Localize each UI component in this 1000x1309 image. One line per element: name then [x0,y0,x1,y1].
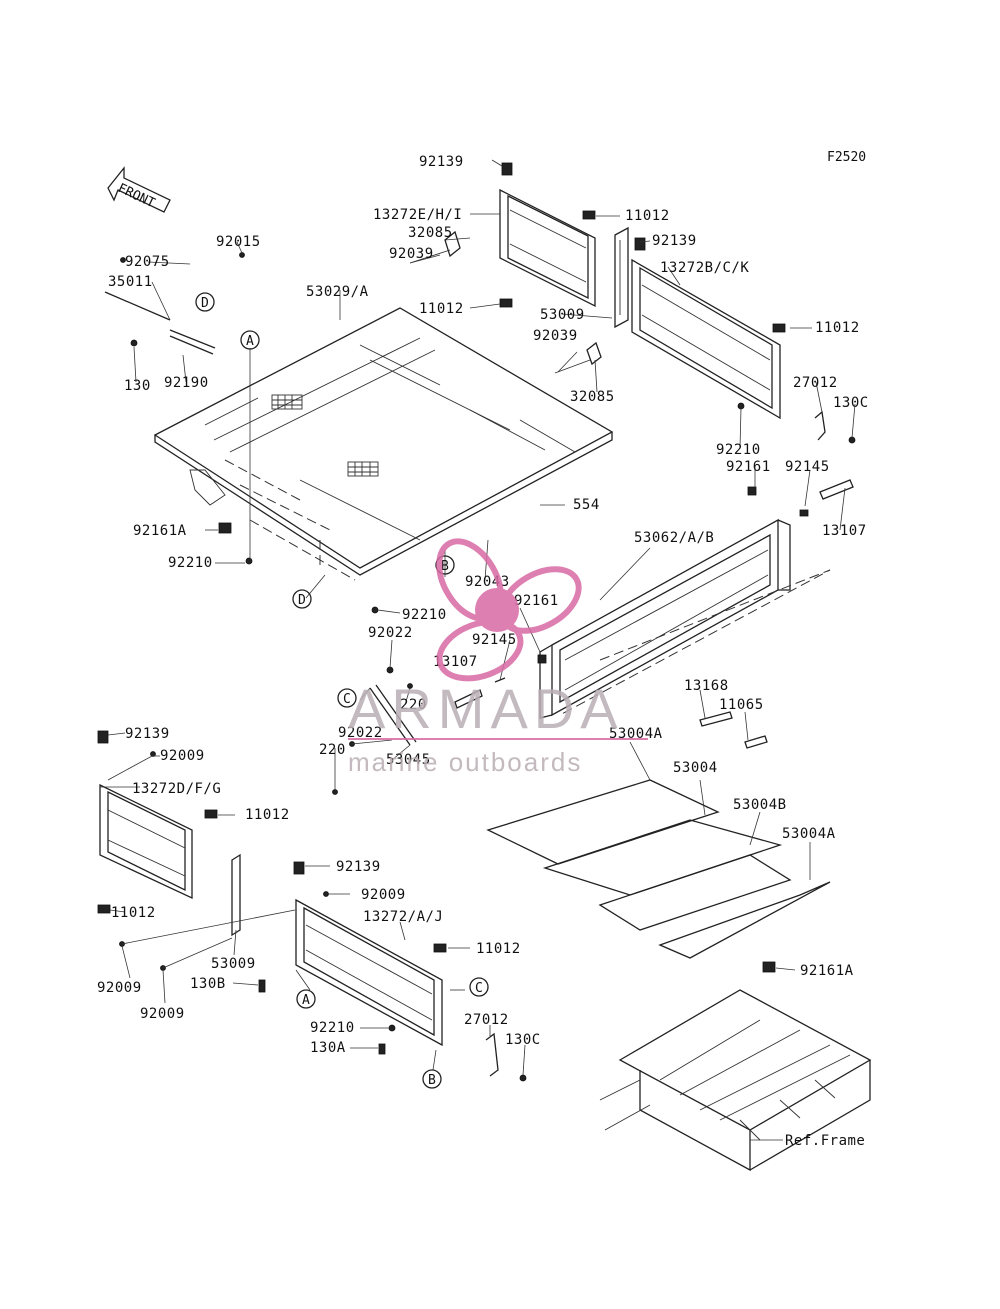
label-35011: 35011 [108,274,153,290]
callout-b-bottom: B [428,1073,436,1088]
label-53004b: 53004B [733,797,787,813]
label-27012-a: 27012 [793,375,838,391]
label-92161a-b: 92161A [800,963,854,979]
side-panel-left [97,730,241,971]
label-92039-b: 92039 [533,328,578,344]
tailgate-links [332,654,768,795]
side-panel-front [409,162,596,308]
label-220-b: 220 [319,742,346,758]
label-92190: 92190 [164,375,209,391]
label-130b: 130B [190,976,226,992]
label-130c-b: 130C [505,1032,541,1048]
label-92039-a: 92039 [389,246,434,262]
label-92210-c: 92210 [402,607,447,623]
label-13168: 13168 [684,678,729,694]
label-92139-c: 92139 [125,726,170,742]
label-92009-d: 92009 [140,1006,185,1022]
callout-c-top: C [343,692,351,707]
label-92145-b: 92145 [472,632,517,648]
label-53009-b: 53009 [211,956,256,972]
label-11012-c: 11012 [815,320,860,336]
label-53045: 53045 [386,752,431,768]
label-92022-b: 92022 [338,725,383,741]
label-92210-b: 92210 [168,555,213,571]
callout-d-bottom: D [298,593,306,608]
label-11012-f: 11012 [476,941,521,957]
part-labels: 92139 13272E/H/I 32085 92039 11012 11012… [97,154,869,1149]
callout-a-bottom: A [302,993,310,1008]
label-92009-c: 92009 [97,980,142,996]
label-53004a-b: 53004A [782,826,836,842]
callout-b-top: B [441,559,449,574]
label-53062ab: 53062/A/B [634,530,714,546]
label-92009-a: 92009 [160,748,205,764]
floor-fasteners [104,252,379,614]
floor-mats [486,779,831,959]
label-92015: 92015 [216,234,261,250]
watermark-brand: ARMADA [348,677,624,740]
label-220-a: 220 [400,697,427,713]
propeller-logo-icon [436,538,582,682]
front-arrow-icon: FRONT [107,166,171,213]
label-92022-a: 92022 [368,625,413,641]
label-11012-d: 11012 [245,807,290,823]
label-13272dfg: 13272D/F/G [132,781,221,797]
callout-c-bottom: C [475,981,483,996]
watermark: ARMADA marine outboards [348,538,648,777]
label-92210-d: 92210 [310,1020,355,1036]
label-11012-b: 11012 [419,301,464,317]
tailgate [539,479,854,719]
label-92161-b: 92161 [514,593,559,609]
label-130a: 130A [310,1040,346,1056]
label-92210-a: 92210 [716,442,761,458]
ref-frame [599,961,872,1172]
callout-a-top: A [246,334,254,349]
hinge-bracket-top [614,226,629,329]
label-27012-b: 27012 [464,1012,509,1028]
label-53029a: 53029/A [306,284,369,300]
label-554: 554 [573,497,600,513]
side-panel-right [554,237,856,444]
label-32085-b: 32085 [570,389,615,405]
front-label: FRONT [115,181,157,211]
label-13272aj: 13272/A/J [363,909,443,925]
label-92009-b: 92009 [361,887,406,903]
figure-code: F2520 [827,150,866,165]
label-13107-a: 13107 [822,523,867,539]
side-panel-rear [258,861,527,1082]
label-11012-e: 11012 [111,905,156,921]
label-11012-a: 11012 [625,208,670,224]
label-92139-b: 92139 [652,233,697,249]
label-32085-a: 32085 [408,225,453,241]
label-92161a-a: 92161A [133,523,187,539]
watermark-tagline: marine outboards [348,747,582,777]
label-130: 130 [124,378,151,394]
label-ref-frame: Ref.Frame [785,1133,865,1149]
label-92075: 92075 [125,254,170,270]
callout-d-top: D [201,296,209,311]
label-53004: 53004 [673,760,718,776]
label-130c-a: 130C [833,395,869,411]
label-92145-a: 92145 [785,459,830,475]
cargo-bed-floor [153,307,614,581]
label-13272ehi: 13272E/H/I [373,207,462,223]
label-11065: 11065 [719,697,764,713]
label-92139-a: 92139 [419,154,464,170]
label-13272bck: 13272B/C/K [660,260,749,276]
label-92139-d: 92139 [336,859,381,875]
callout-markers: D A D B C A C B [195,292,489,1089]
label-53009-a: 53009 [540,307,585,323]
label-92161-a: 92161 [726,459,771,475]
